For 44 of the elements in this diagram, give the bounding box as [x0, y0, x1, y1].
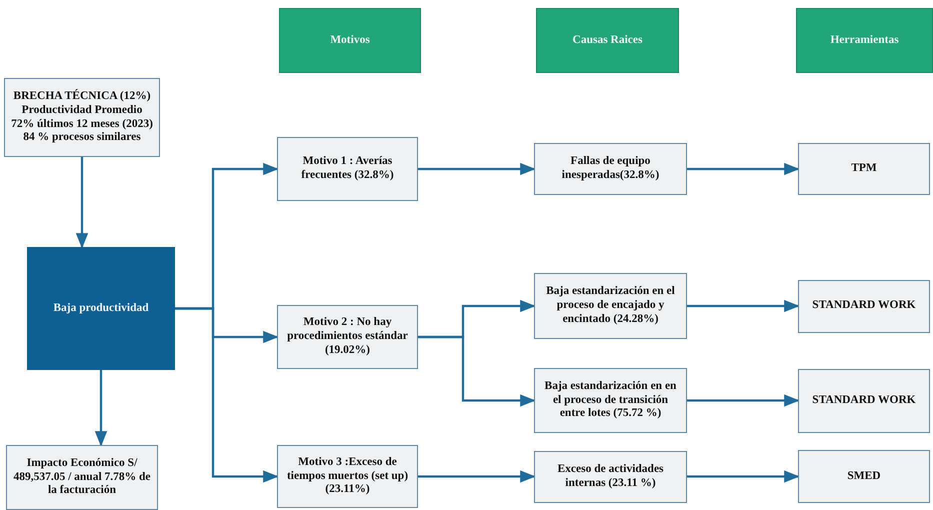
- node-text: Herramientas: [830, 34, 899, 48]
- process-box: [798, 280, 930, 332]
- node-text: Motivo 3 :Exceso de tiempos muertos (set up) (23.11%): [286, 456, 410, 498]
- process-box: [798, 143, 930, 195]
- node-text: STANDARD WORK: [812, 394, 916, 408]
- node-text: Baja estandarización en en el proceso de transición entre lotes (75.72 %): [544, 380, 678, 422]
- node-text: STANDARD WORK: [812, 299, 916, 313]
- column-header: [279, 8, 421, 73]
- node-text: TPM: [851, 162, 877, 176]
- process-box: [277, 445, 418, 508]
- column-header: [796, 8, 933, 73]
- node-text: Motivo 2 : No hay procedimientos estándar (19.02%): [286, 316, 409, 358]
- arrow: [175, 307, 279, 483]
- arrow: [418, 336, 536, 407]
- arrow: [687, 300, 800, 312]
- process-box: [534, 143, 687, 195]
- column-header: [536, 8, 679, 73]
- process-box: [798, 450, 930, 503]
- node-text: SMED: [847, 470, 881, 484]
- problem-box: [27, 247, 175, 370]
- node-text: Impacto Económico S/ 489,537.05 / anual 7.78% de la facturación: [12, 456, 152, 498]
- arrow: [94, 370, 108, 447]
- process-box: [534, 368, 687, 433]
- process-box: [4, 78, 160, 157]
- arrow: [76, 157, 88, 249]
- node-text: Motivos: [330, 34, 370, 48]
- arrow: [687, 470, 800, 483]
- node-text: Exceso de actividades internas (23.11 %): [556, 462, 665, 490]
- process-box: [534, 450, 687, 502]
- node-text: Fallas de equipo inesperadas(32.8%): [560, 155, 660, 183]
- process-box: [277, 137, 418, 201]
- process-box: [6, 445, 158, 510]
- arrow: [687, 162, 800, 176]
- process-box: [798, 368, 930, 432]
- node-text: Baja estandarización en el proceso de encajado y encintado (24.28%): [545, 285, 676, 327]
- node-text: Causas Raices: [572, 34, 642, 48]
- arrow: [418, 162, 536, 176]
- node-text: Baja productividad: [53, 302, 149, 316]
- node-text: Motivo 1 : Averías frecuentes (32.8%): [300, 155, 395, 183]
- arrow: [687, 394, 800, 407]
- node-text: BRECHA TÉCNICA (12%) Productividad Promedio 72% últimos 12 meses (2023) 84 % procesos similares: [10, 90, 154, 146]
- arrow: [418, 470, 536, 483]
- process-box: [534, 273, 687, 339]
- process-box: [277, 305, 418, 369]
